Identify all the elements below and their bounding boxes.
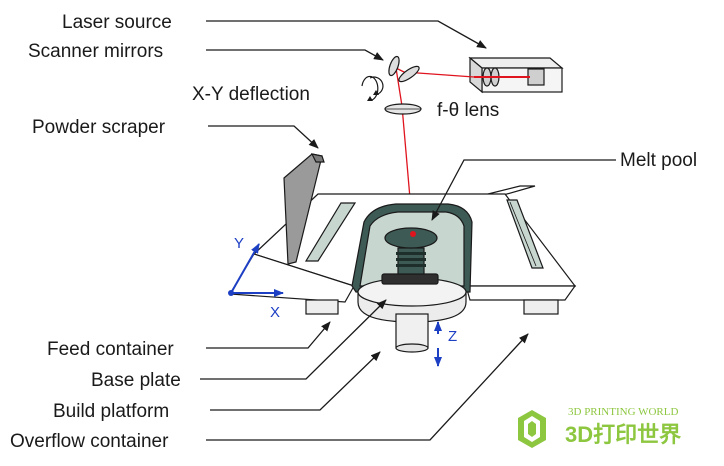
- overflow-container-block: [523, 299, 559, 315]
- scanner-mirror-2: [398, 65, 420, 83]
- overflow-slot: [506, 199, 544, 269]
- watermark-text-en: 3D PRINTING WORLD: [568, 406, 678, 418]
- axis-label-z: Z: [448, 328, 457, 345]
- leader-lines: [200, 20, 616, 441]
- label-scanner-mirrors: Scanner mirrors: [28, 41, 163, 62]
- scanner-mirror-1: [388, 55, 400, 77]
- f-theta-lens: [384, 103, 422, 115]
- label-f-theta-lens: f-θ lens: [437, 100, 499, 121]
- axis-icons: [228, 243, 442, 367]
- label-overflow-container: Overflow container: [10, 431, 169, 452]
- label-base-plate: Base plate: [91, 370, 181, 391]
- label-powder-scraper: Powder scraper: [32, 117, 166, 138]
- axis-label-y: Y: [234, 235, 244, 252]
- feed-container-block: [305, 299, 339, 315]
- axis-label-x: X: [270, 304, 280, 321]
- label-feed-container: Feed container: [47, 339, 174, 360]
- laser-source-device: [468, 56, 564, 94]
- base-plate: [381, 273, 439, 285]
- label-melt-pool: Melt pool: [620, 150, 697, 171]
- label-xy-deflection: X-Y deflection: [192, 84, 310, 105]
- watermark-text-cn: 3D打印世界: [565, 422, 681, 447]
- label-build-platform: Build platform: [53, 401, 169, 422]
- watermark-logo: [518, 410, 546, 448]
- feed-slot: [304, 202, 357, 262]
- powder-scraper-blade: [283, 153, 325, 265]
- rotation-arrow-icon: [361, 75, 384, 101]
- label-laser-source: Laser source: [62, 12, 172, 33]
- printed-part: [384, 227, 438, 275]
